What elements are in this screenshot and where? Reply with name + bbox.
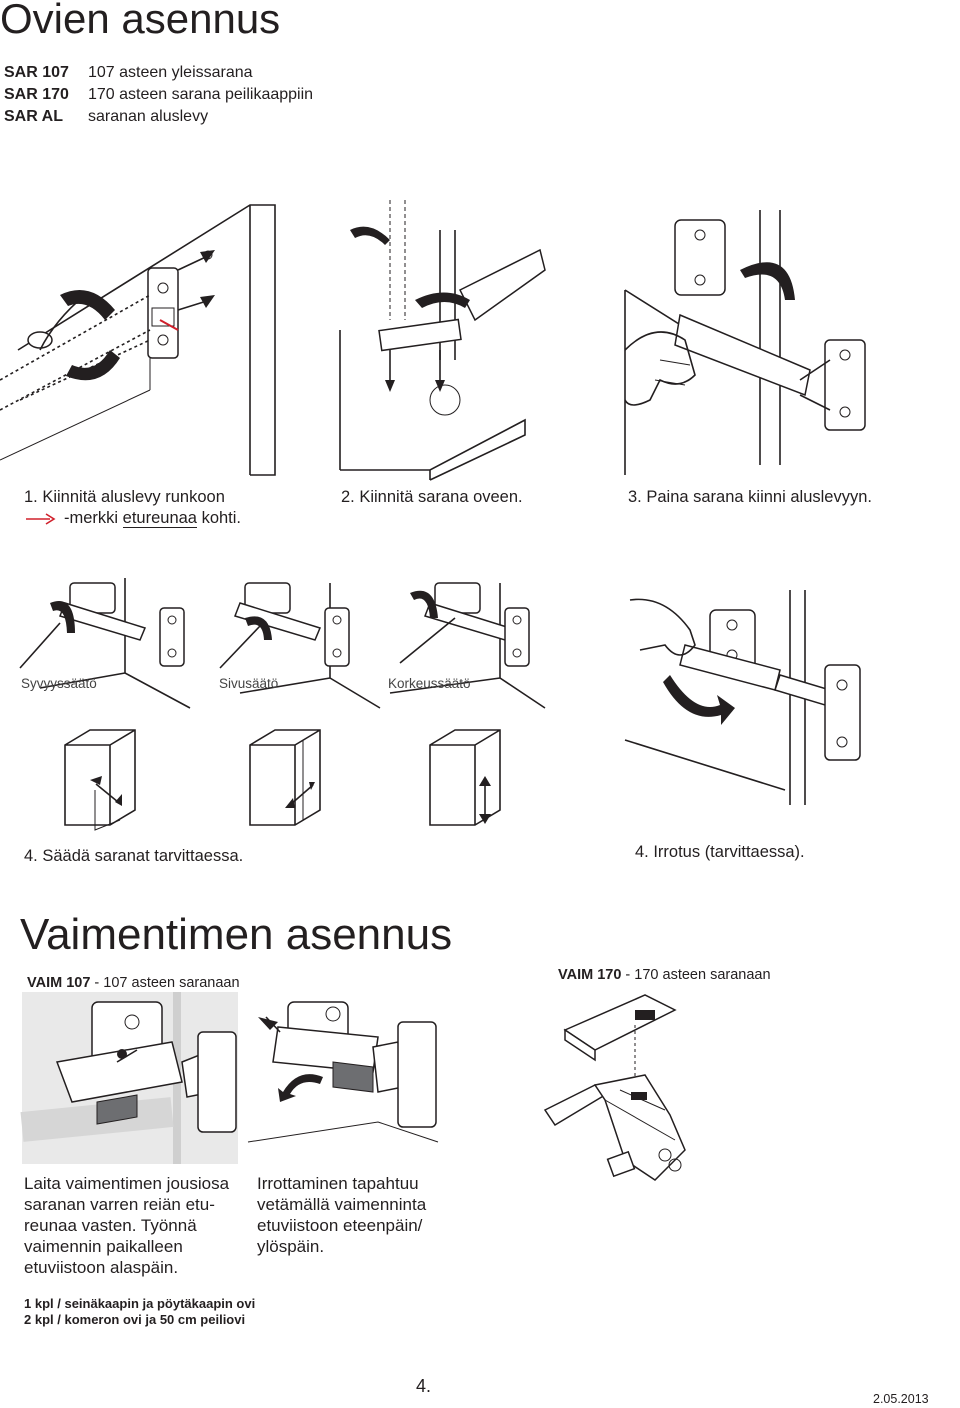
height-adjustment-illustration <box>389 582 546 709</box>
damper-install-photo <box>20 992 238 1164</box>
install-text-line: Laita vaimentimen jousiosa <box>24 1174 230 1193</box>
press-hinge-illustration <box>624 210 866 475</box>
product-description: 107 asteen yleissarana <box>88 64 253 81</box>
remove-text-line: etuviistoon eteenpäin/ <box>257 1216 423 1235</box>
mount-hinge-door-illustration <box>339 200 546 481</box>
removal-caption: 4. Irrotus (tarvittaessa). <box>635 843 805 861</box>
adjust-caption: 4. Säädä saranat tarvittaessa. <box>24 847 244 865</box>
vaim170-description: - 170 asteen saranaan <box>621 967 771 983</box>
quantity-line: 1 kpl / seinäkaapin ja pöytäkaapin ovi <box>24 1296 256 1311</box>
damper-section-title: Vaimentimen asennus <box>20 910 453 959</box>
step1-text-end: kohti. <box>197 509 242 527</box>
product-code: SAR 170 <box>4 86 69 103</box>
page-title: Ovien asennus <box>0 0 281 42</box>
vaim170-code: VAIM 170 <box>558 967 622 983</box>
side-adjustment-label: Sivusäätö <box>219 676 279 691</box>
product-row: SAR 107 107 asteen yleissarana <box>4 62 313 84</box>
install-text-line: saranan varren reiän etu- <box>24 1195 215 1214</box>
install-text-line: etuviistoon alaspäin. <box>24 1258 179 1277</box>
vaim107-label: VAIM 107 - 107 asteen saranaan <box>27 975 240 991</box>
document-date: 2.05.2013 <box>873 1392 929 1406</box>
damper-remove-instructions: Irrottaminen tapahtuu vetämällä vaimenni… <box>257 1173 426 1257</box>
side-cabinet-illustration <box>249 729 321 826</box>
install-text-line: vaimennin paikalleen <box>24 1237 183 1256</box>
product-code-list: SAR 107 107 asteen yleissarana SAR 170 1… <box>4 62 313 128</box>
hinge-removal-illustration <box>624 590 861 805</box>
vaim170-label: VAIM 170 - 170 asteen saranaan <box>558 967 771 983</box>
product-description: 170 asteen sarana peilikaappiin <box>88 86 314 103</box>
step1-caption: 1. Kiinnitä aluslevy runkoon -merkki etu… <box>24 487 241 529</box>
step1-line1: 1. Kiinnitä aluslevy runkoon <box>24 488 225 506</box>
height-adjustment-label: Korkeussäätö <box>388 676 471 691</box>
remove-text-line: Irrottaminen tapahtuu <box>257 1174 419 1193</box>
product-row: SAR 170 170 asteen sarana peilikaappiin <box>4 84 313 106</box>
vaim107-description: - 107 asteen saranaan <box>90 975 240 991</box>
side-adjustment-illustration <box>219 582 381 709</box>
step1-text: -merkki <box>64 509 123 527</box>
step1-underlined-text: etureunaa <box>122 509 197 528</box>
damper-install-instructions: Laita vaimentimen jousiosa saranan varre… <box>24 1173 229 1278</box>
vaim170-illustration <box>543 994 686 1181</box>
step3-caption: 3. Paina sarana kiinni aluslevyyn. <box>628 488 872 506</box>
product-description: saranan aluslevy <box>88 108 209 125</box>
remove-text-line: vetämällä vaimenninta <box>257 1195 427 1214</box>
vaim107-code: VAIM 107 <box>27 975 91 991</box>
depth-adjustment-label: Syvyyssäätö <box>21 676 97 691</box>
quantity-line: 2 kpl / komeron ovi ja 50 cm peiliovi <box>24 1312 246 1327</box>
product-code: SAR 107 <box>4 64 69 81</box>
depth-adjustment-illustration <box>19 578 191 709</box>
depth-cabinet-illustration <box>64 729 136 831</box>
mount-base-plate-illustration <box>0 204 276 476</box>
install-text-line: reunaa vasten. Työnnä <box>24 1216 197 1235</box>
front-edge-arrow-icon <box>26 513 56 525</box>
page-number: 4. <box>416 1376 432 1396</box>
quantity-notes: 1 kpl / seinäkaapin ja pöytäkaapin ovi 2… <box>24 1296 255 1328</box>
step2-caption: 2. Kiinnitä sarana oveen. <box>341 488 523 506</box>
remove-text-line: ylöspäin. <box>257 1237 325 1256</box>
product-row: SAR AL saranan aluslevy <box>4 106 313 128</box>
height-cabinet-illustration <box>429 729 501 826</box>
damper-remove-photo <box>247 992 439 1164</box>
step1-line2: -merkki etureunaa kohti. <box>24 508 241 529</box>
product-code: SAR AL <box>4 108 63 125</box>
